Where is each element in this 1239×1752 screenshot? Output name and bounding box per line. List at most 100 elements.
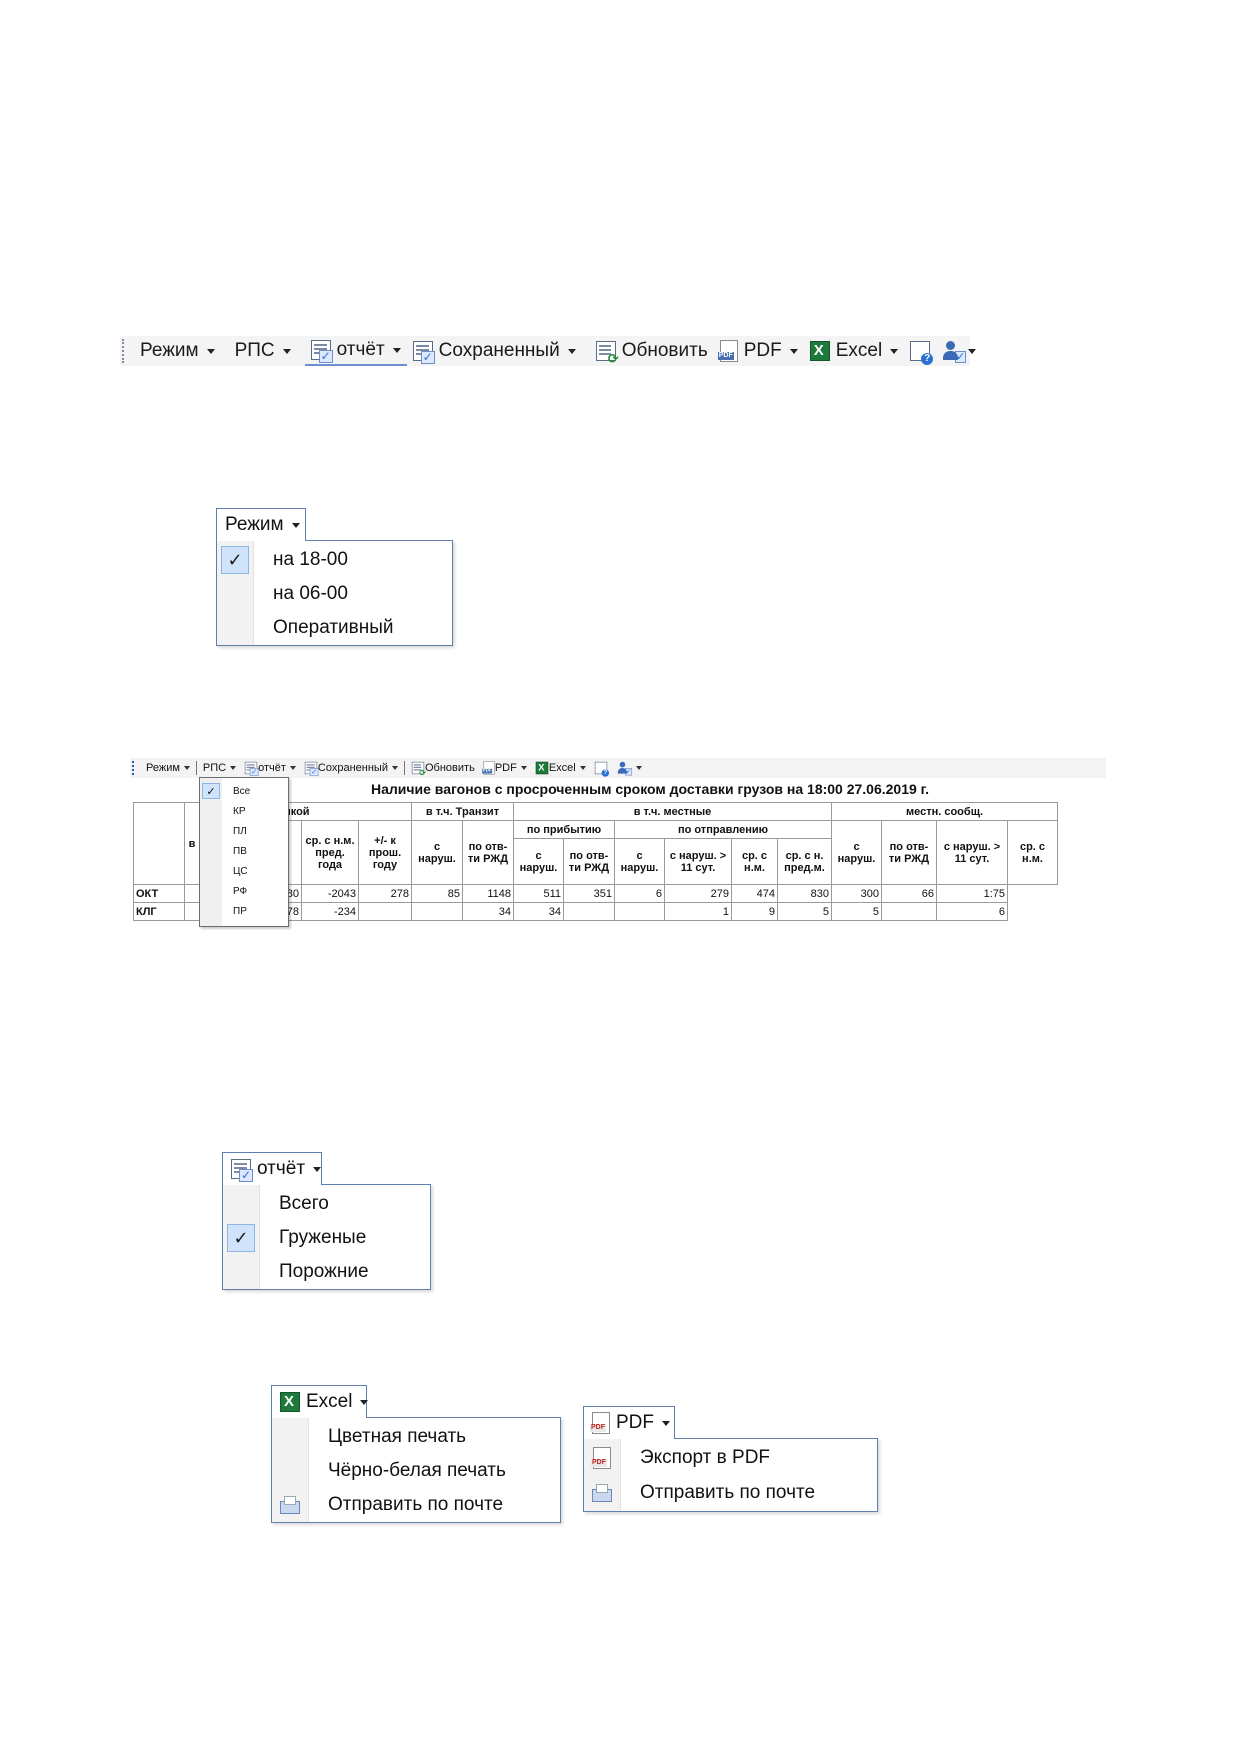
menu-item-label: Груженые xyxy=(279,1227,367,1248)
menu-item-label: Чёрно-белая печать xyxy=(328,1460,506,1481)
pdf-menu-header[interactable]: PDF xyxy=(583,1406,675,1439)
mode-menu-item-operative[interactable]: Оперативный xyxy=(217,611,452,645)
mode-dropdown-button[interactable]: Режим xyxy=(142,762,194,774)
table-cell: 279 xyxy=(664,884,732,903)
toolbar-grip[interactable] xyxy=(122,339,124,363)
excel-menu-item-send-mail[interactable]: Отправить по почте xyxy=(272,1488,560,1522)
rps-label: РПС xyxy=(202,762,227,774)
refresh-button[interactable]: Обновить xyxy=(590,336,714,366)
saved-dropdown-button[interactable]: Сохраненный xyxy=(407,336,582,366)
table-cell: 9 xyxy=(731,902,778,921)
excel-menu-header[interactable]: Excel xyxy=(271,1385,369,1418)
rps-menu-item-all[interactable]: ✓Все xyxy=(200,781,288,801)
report-dropdown-button[interactable]: отчёт xyxy=(304,336,407,366)
col-header-local-viol: с наруш. xyxy=(831,820,882,885)
mode-label: Режим xyxy=(140,340,199,361)
chevron-down-icon xyxy=(579,766,586,770)
subgroup-header-departure: по отправлению xyxy=(614,820,832,839)
refresh-button[interactable]: Обновить xyxy=(407,758,479,778)
table-cell: 1 xyxy=(664,902,732,921)
refresh-label: Обновить xyxy=(425,762,475,774)
menu-item-label: Отправить по почте xyxy=(328,1494,504,1515)
table-cell: 6 xyxy=(614,884,665,903)
chevron-down-icon xyxy=(206,348,215,354)
user-settings-button[interactable]: ✓ xyxy=(936,336,982,366)
pdf-label: PDF xyxy=(494,762,517,774)
table-corner xyxy=(133,802,185,885)
table-cell: 511 xyxy=(513,884,564,903)
checkmark-icon: ✓ xyxy=(227,1224,255,1252)
user-settings-icon: ✓ xyxy=(942,341,967,363)
user-settings-icon: ✓ xyxy=(617,761,632,776)
excel-dropdown-button[interactable]: Excel xyxy=(804,336,904,366)
report-menu-item-empty[interactable]: Порожние xyxy=(223,1255,430,1289)
table-cell: 85 xyxy=(411,884,463,903)
mode-dropdown-button[interactable]: Режим xyxy=(134,336,221,366)
refresh-label: Обновить xyxy=(621,340,708,361)
pdf-menu-item-export[interactable]: Экспорт в PDF xyxy=(584,1441,877,1475)
col-header-local-rzd: по отв-ти РЖД xyxy=(881,820,937,885)
rps-menu-item-rf[interactable]: РФ xyxy=(200,881,288,901)
col-header-avg-prev: ср. с н.м. пред. года xyxy=(301,820,359,885)
help-button[interactable] xyxy=(904,336,936,366)
table-cell: 300 xyxy=(831,884,882,903)
report-menu-item-loaded[interactable]: ✓ Груженые xyxy=(223,1221,430,1255)
rps-menu-item-cs[interactable]: ЦС xyxy=(200,861,288,881)
chevron-down-icon xyxy=(662,1420,670,1426)
menu-item-label: Цветная печать xyxy=(328,1426,467,1447)
report-title: Наличие вагонов с просроченным сроком до… xyxy=(370,781,930,797)
rps-dropdown-button[interactable]: РПС xyxy=(229,336,297,366)
col-header-transit-viol: с наруш. xyxy=(411,820,463,885)
menu-item-label: ПЛ xyxy=(233,825,247,837)
main-toolbar: Режим РПС отчёт Сохраненный Обновить PDF… xyxy=(120,336,977,366)
pdf-icon xyxy=(481,761,495,775)
mini-toolbar: Режим РПС отчёт Сохраненный Обновить PDF… xyxy=(130,758,1106,778)
menu-gutter xyxy=(200,778,222,926)
chevron-down-icon xyxy=(968,348,977,354)
col-header-dep-viol-11: с наруш. > 11 сут. xyxy=(664,838,732,885)
table-cell: 34 xyxy=(513,902,564,921)
rps-menu-item-pl[interactable]: ПЛ xyxy=(200,821,288,841)
pdf-dropdown-button[interactable]: PDF xyxy=(714,336,804,366)
refresh-icon xyxy=(411,761,426,777)
table-cell xyxy=(563,902,615,921)
toolbar-grip[interactable] xyxy=(132,761,136,775)
table-cell: 278 xyxy=(358,884,412,903)
table-cell xyxy=(411,902,463,921)
report-menu-header[interactable]: отчёт xyxy=(222,1152,322,1185)
menu-item-label: Оперативный xyxy=(273,617,394,638)
menu-item-label: Отправить по почте xyxy=(640,1482,816,1503)
mode-menu-item-06[interactable]: на 06-00 xyxy=(217,577,452,611)
refresh-icon xyxy=(595,341,619,365)
rps-dropdown-button[interactable]: РПС xyxy=(199,762,240,774)
excel-menu-item-color-print[interactable]: Цветная печать xyxy=(272,1420,560,1454)
table-cell: 1:75 xyxy=(936,884,1008,903)
mode-menu-header[interactable]: Режим xyxy=(216,508,306,541)
mode-menu-item-18[interactable]: ✓ на 18-00 xyxy=(217,543,452,577)
rps-menu-item-kr[interactable]: КР xyxy=(200,801,288,821)
excel-dropdown-button[interactable]: Excel xyxy=(531,758,590,778)
pdf-menu-header-label: PDF xyxy=(616,1412,654,1433)
checkmark-icon: ✓ xyxy=(202,783,220,799)
help-button[interactable] xyxy=(590,758,612,778)
excel-menu: Цветная печать Чёрно-белая печать Отправ… xyxy=(271,1417,561,1523)
toolbar-separator xyxy=(404,761,405,775)
saved-dropdown-button[interactable]: Сохраненный xyxy=(300,758,402,778)
rps-menu-item-pr[interactable]: ПР xyxy=(200,901,288,921)
pdf-menu-item-send-mail[interactable]: Отправить по почте xyxy=(584,1476,877,1510)
row-label: КЛГ xyxy=(133,902,185,921)
group-header-local-msg: местн. сообщ. xyxy=(831,802,1058,821)
table-cell: 830 xyxy=(777,884,832,903)
rps-menu-item-pv[interactable]: ПВ xyxy=(200,841,288,861)
menu-item-label: ЦС xyxy=(233,865,248,877)
report-menu-item-all[interactable]: Всего xyxy=(223,1187,430,1221)
excel-menu-item-bw-print[interactable]: Чёрно-белая печать xyxy=(272,1454,560,1488)
report-dropdown-button[interactable]: отчёт xyxy=(240,758,300,778)
menu-item-label: ПВ xyxy=(233,845,247,857)
menu-item-label: Порожние xyxy=(279,1261,369,1282)
report-icon xyxy=(310,340,333,363)
checkmark-icon: ✓ xyxy=(221,546,249,574)
table-cell: -2043 xyxy=(301,884,359,903)
pdf-dropdown-button[interactable]: PDF xyxy=(479,757,531,779)
user-settings-button[interactable]: ✓ xyxy=(612,758,646,778)
